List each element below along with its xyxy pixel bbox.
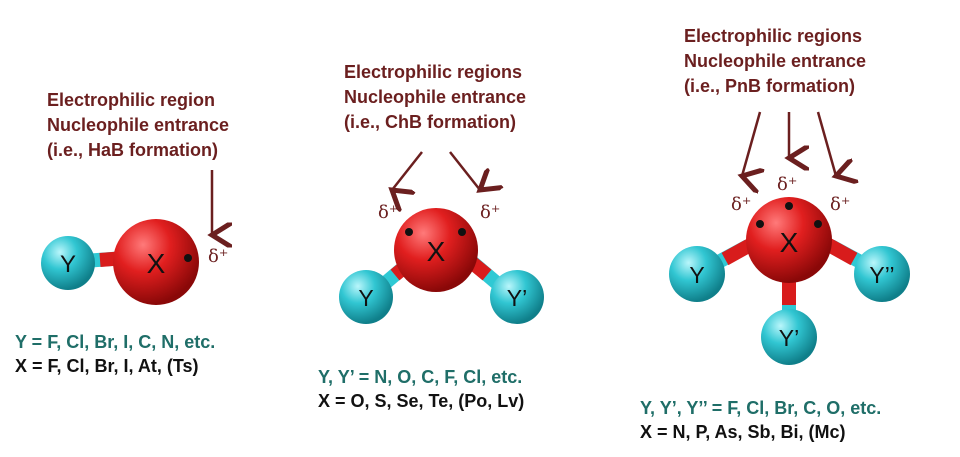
legend-x-elements: X = N, P, As, Sb, Bi, (Mc): [640, 422, 846, 442]
legend-x-elements: X = O, S, Se, Te, (Po, Lv): [318, 391, 525, 411]
caption-line-3: (i.e., ChB formation): [344, 112, 516, 132]
atom-y-prime: [761, 309, 817, 365]
panel-1-molecule: Y X δ⁺: [41, 170, 228, 305]
caption-line-2: Nucleophile entrance: [47, 115, 230, 135]
caption-line-2: Nucleophile entrance: [344, 87, 527, 107]
delta-plus-label-left: δ⁺: [378, 202, 398, 223]
legend-y-elements: Y, Y’, Y’’ = F, Cl, Br, C, O, etc.: [640, 398, 882, 418]
panel-3-molecule: Y Y’’ Y’ X δ⁺ δ⁺ δ⁺: [669, 111, 910, 365]
sigma-hole-dot-left: [756, 220, 764, 228]
panel-3-caption: Electrophilic regions Nucleophile entran…: [684, 24, 866, 99]
nucleophile-arrow-left: [392, 151, 423, 190]
nucleophile-arrow-right: [816, 111, 836, 176]
atom-y: [41, 236, 95, 290]
sigma-hole-dot: [184, 254, 192, 262]
sigma-hole-dot-top: [785, 202, 793, 210]
atom-y-prime: [490, 270, 544, 324]
delta-plus-label: δ⁺: [208, 246, 228, 267]
atom-x-symbol: X: [147, 248, 166, 279]
sigma-hole-dot-right: [814, 220, 822, 228]
atom-x-symbol: X: [780, 227, 799, 258]
delta-plus-label-top: δ⁺: [777, 174, 797, 195]
caption-line-1: Electrophilic region: [47, 90, 216, 110]
atom-y-double-prime: [854, 246, 910, 302]
panel-3-legend: Y, Y’, Y’’ = F, Cl, Br, C, O, etc. X = N…: [640, 396, 881, 444]
sigma-hole-dot-right: [458, 228, 466, 236]
atom-y-symbol: Y: [689, 262, 704, 288]
panel-2-caption: Electrophilic regions Nucleophile entran…: [344, 60, 526, 135]
atom-y-symbol: Y: [358, 285, 373, 311]
atom-y-double-prime-symbol: Y’’: [869, 262, 894, 288]
atom-y-symbol: Y: [60, 251, 76, 278]
atom-x: [746, 197, 832, 283]
atom-y-prime-symbol: Y’: [507, 285, 527, 311]
atom-x: [394, 208, 478, 292]
caption-line-3: (i.e., HaB formation): [47, 140, 219, 160]
nucleophile-arrow-left: [742, 111, 760, 176]
delta-plus-label-right: δ⁺: [830, 194, 850, 215]
panel-1-caption: Electrophilic region Nucleophile entranc…: [47, 88, 229, 163]
panel-1-legend: Y = F, Cl, Br, I, C, N, etc. X = F, Cl, …: [15, 330, 215, 378]
caption-line-1: Electrophilic regions: [684, 26, 863, 46]
atom-y: [339, 270, 393, 324]
panel-2-molecule: Y Y’ X δ⁺ δ⁺: [339, 151, 544, 324]
atom-y-prime-symbol: Y’: [779, 325, 799, 351]
legend-y-elements: Y, Y’ = N, O, C, F, Cl, etc.: [318, 367, 523, 387]
panel-2-legend: Y, Y’ = N, O, C, F, Cl, etc. X = O, S, S…: [318, 365, 524, 413]
atom-x-symbol: X: [427, 236, 446, 267]
delta-plus-label-left: δ⁺: [731, 194, 751, 215]
legend-x-elements: X = F, Cl, Br, I, At, (Ts): [15, 356, 199, 376]
caption-line-1: Electrophilic regions: [344, 62, 523, 82]
caption-line-2: Nucleophile entrance: [684, 51, 867, 71]
nucleophile-arrow-right: [449, 151, 480, 190]
caption-line-3: (i.e., PnB formation): [684, 76, 855, 96]
legend-y-elements: Y = F, Cl, Br, I, C, N, etc.: [15, 332, 216, 352]
atom-y: [669, 246, 725, 302]
atom-x: [113, 219, 199, 305]
delta-plus-label-right: δ⁺: [480, 202, 500, 223]
sigma-hole-dot-left: [405, 228, 413, 236]
